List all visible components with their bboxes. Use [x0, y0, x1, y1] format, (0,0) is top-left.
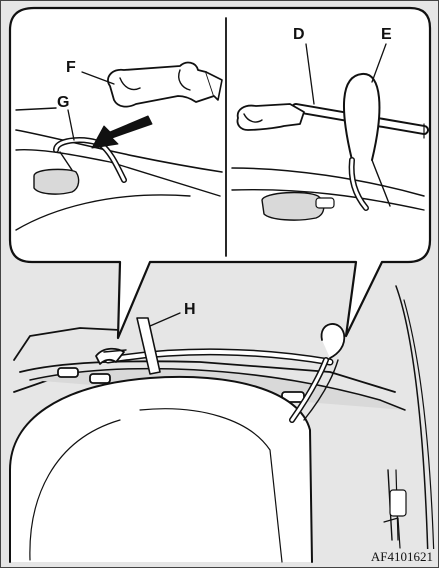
callout-e: E — [381, 27, 392, 43]
callout-f: F — [66, 60, 76, 76]
callout-d: D — [293, 27, 305, 43]
detail-bubble — [10, 8, 430, 338]
figure-id-label: AF4101621 — [369, 549, 435, 565]
seatback-scene — [10, 286, 434, 562]
callout-g: G — [57, 95, 69, 111]
callout-h: H — [184, 302, 196, 318]
